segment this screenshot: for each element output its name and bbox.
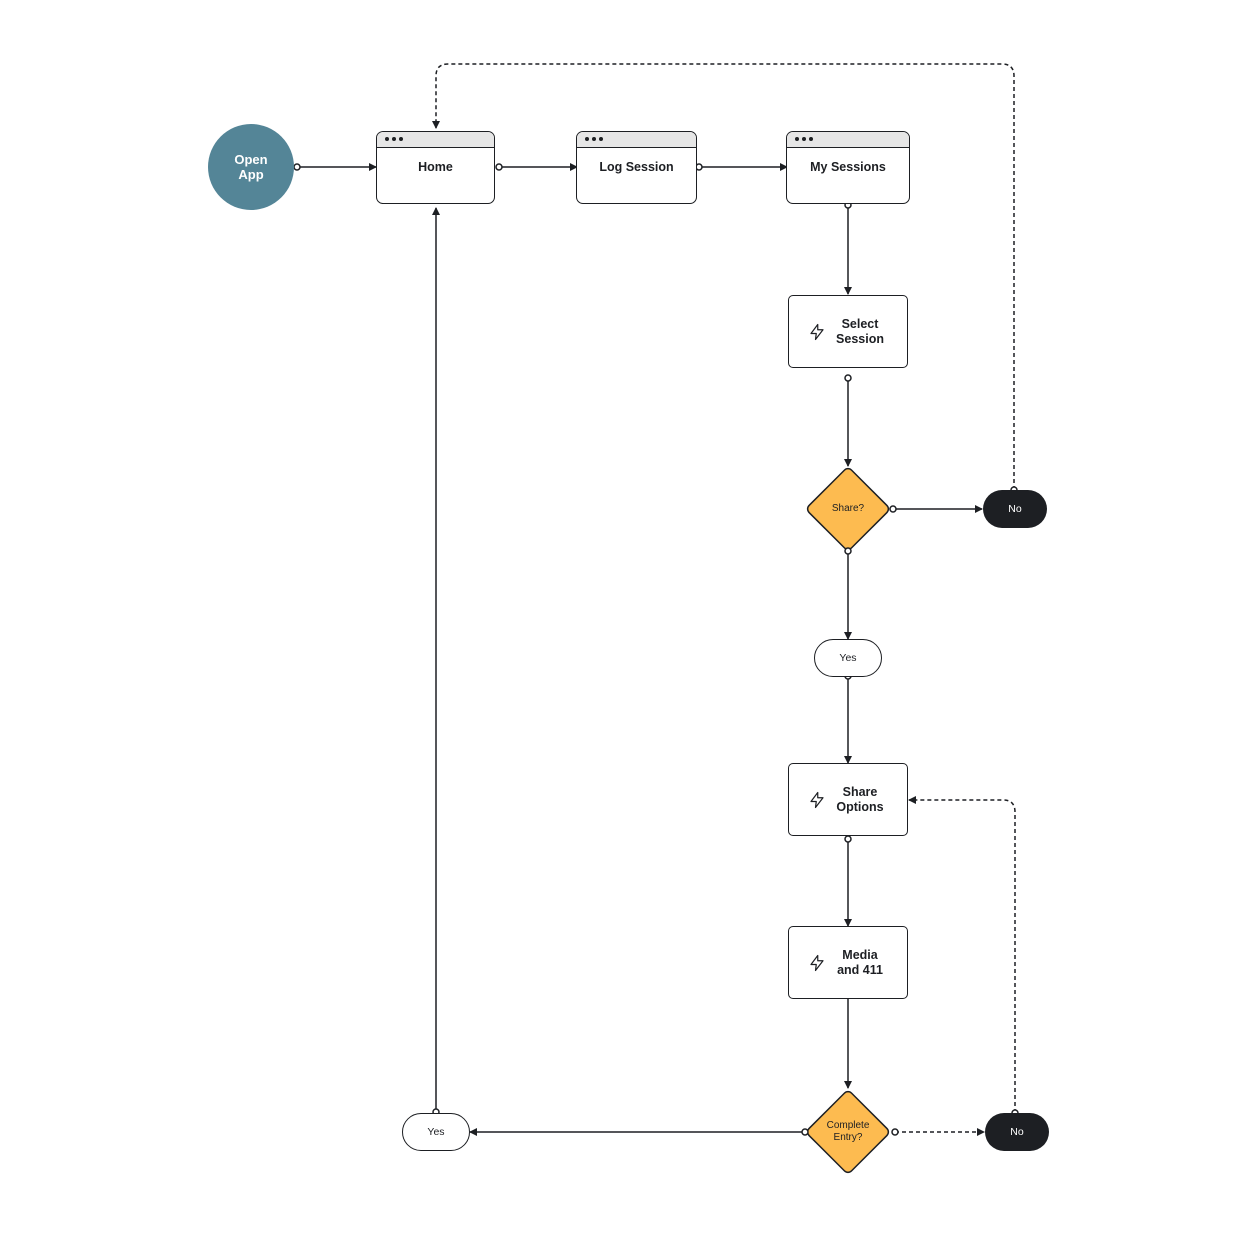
select-session-label: Select Session (836, 316, 884, 346)
open-app-label: Open App (234, 152, 268, 182)
share-decision-label[interactable]: Share? (831, 503, 865, 514)
window-dots-icon (585, 137, 603, 141)
window-titlebar (787, 132, 909, 148)
share-options-label: Share Options (836, 784, 884, 814)
open-app-start-node[interactable]: Open App (208, 124, 294, 210)
my-sessions-label: My Sessions (810, 160, 886, 174)
window-titlebar (577, 132, 696, 148)
log-session-label: Log Session (599, 160, 674, 174)
complete-decision-diamond (806, 1090, 890, 1174)
home-screen-node[interactable]: Home (376, 131, 495, 204)
share-yes-pill[interactable]: Yes (814, 639, 882, 677)
lightning-bolt-icon (810, 323, 824, 340)
window-titlebar (377, 132, 494, 148)
complete-decision-label[interactable]: Complete Entry? (826, 1120, 870, 1143)
complete-no-pill[interactable]: No (985, 1113, 1049, 1151)
media-action-node[interactable]: Media and 411 (788, 926, 908, 999)
connection-ports (293, 163, 1019, 1136)
my-sessions-screen-node[interactable]: My Sessions (786, 131, 910, 204)
edge-no-to-shareoptions-dashed (908, 796, 1016, 1113)
complete-yes-pill[interactable]: Yes (402, 1113, 470, 1151)
lightning-bolt-icon (810, 791, 824, 808)
log-session-screen-node[interactable]: Log Session (576, 131, 697, 204)
window-dots-icon (795, 137, 813, 141)
share-decision-diamond (806, 467, 890, 551)
select-session-action-node[interactable]: Select Session (788, 295, 908, 368)
lightning-bolt-icon (810, 954, 824, 971)
edge-no-to-home-dashed (432, 63, 1015, 490)
window-dots-icon (385, 137, 403, 141)
share-no-pill[interactable]: No (983, 490, 1047, 528)
media-label: Media and 411 (837, 947, 883, 977)
home-label: Home (418, 160, 453, 174)
share-options-action-node[interactable]: Share Options (788, 763, 908, 836)
